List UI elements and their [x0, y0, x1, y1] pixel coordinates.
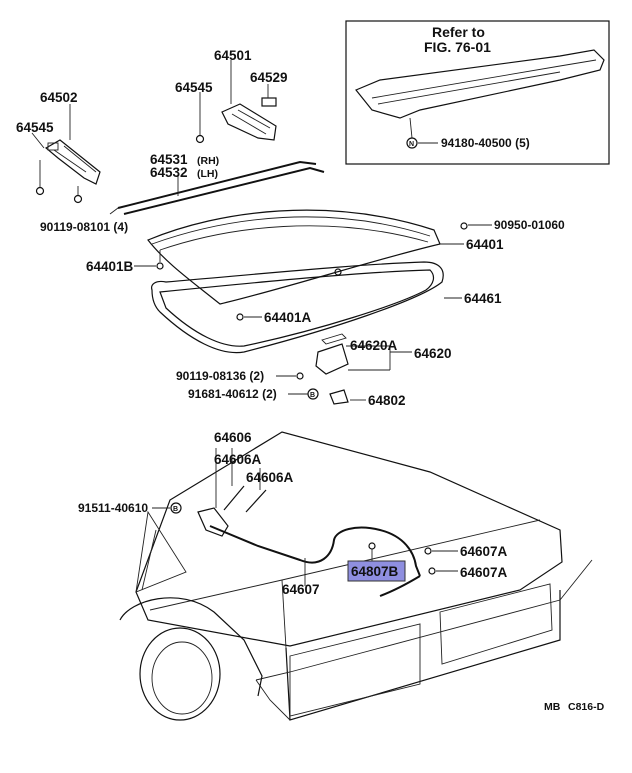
- trunk-lid: [134, 209, 492, 305]
- label-64501[interactable]: 64501: [214, 48, 252, 63]
- label-64606A-2[interactable]: 64606A: [246, 470, 294, 485]
- label-64807B[interactable]: 64807B: [351, 564, 399, 579]
- torsion-bar-rh: [117, 160, 317, 209]
- part-94180-40500: 94180-40500 (5): [441, 136, 530, 150]
- label-64607A-2[interactable]: 64607A: [460, 565, 508, 580]
- inset-frame: [345, 20, 610, 165]
- rear-spoiler-shape: [355, 49, 605, 119]
- lock-assembly: B: [276, 333, 412, 405]
- clamp-64607A-lower-icon: [428, 567, 436, 575]
- label-64531-side: (RH): [197, 155, 219, 167]
- spring-64606A-2: [245, 489, 267, 513]
- hinge-screw-icon: [73, 194, 83, 204]
- inset-spoiler-reference: N Refer to FIG. 76-01 94180-40500 (5): [345, 20, 610, 165]
- label-90119-08136[interactable]: 90119-08136 (2): [176, 369, 264, 383]
- cable-end-64807B: [379, 575, 421, 597]
- label-64545-left[interactable]: 64545: [16, 120, 54, 135]
- label-64620[interactable]: 64620: [414, 346, 452, 361]
- label-91681-40612[interactable]: 91681-40612 (2): [188, 387, 277, 401]
- rear-wheel-arch: [139, 627, 221, 721]
- part-labels: 64501 64545 64529 64502 64545 64531 (RH)…: [16, 48, 565, 597]
- nut-icon: [406, 137, 418, 149]
- opener-lever-64606: [197, 507, 229, 537]
- label-64545-center[interactable]: 64545: [175, 80, 213, 95]
- svg-text:B: B: [173, 506, 178, 513]
- center-hinge: [221, 103, 277, 141]
- weatherstrip-inner: [159, 269, 435, 347]
- label-64607[interactable]: 64607: [282, 582, 320, 597]
- striker-64802: [329, 389, 349, 405]
- label-64502[interactable]: 64502: [40, 90, 78, 105]
- left-hinge: [44, 139, 101, 185]
- highlight-64807B: [347, 560, 406, 582]
- label-64461[interactable]: 64461: [464, 291, 502, 306]
- torsion-bar-lh: [123, 166, 325, 215]
- label-64531[interactable]: 64531: [150, 152, 188, 167]
- label-91511-40610[interactable]: 91511-40610: [78, 501, 148, 515]
- label-90950-01060[interactable]: 90950-01060: [494, 218, 565, 232]
- label-64532[interactable]: 64532: [150, 165, 188, 180]
- label-64401[interactable]: 64401: [466, 237, 504, 252]
- label-64532-side: (LH): [197, 168, 218, 180]
- lock-body: [315, 343, 349, 375]
- label-64401B[interactable]: 64401B: [86, 259, 134, 274]
- rear-fender: [119, 597, 263, 697]
- rear-panel: [285, 590, 561, 721]
- cable-64607: [209, 525, 421, 577]
- diagram-code-prefix: MB: [544, 701, 561, 713]
- hinge-assembly: [31, 60, 325, 215]
- label-64620A[interactable]: 64620A: [350, 338, 398, 353]
- cushion-64401B-icon: [156, 262, 164, 270]
- label-90119-08101[interactable]: 90119-08101 (4): [40, 220, 128, 234]
- left-hinge-bolt-icon: [35, 186, 45, 196]
- label-64606[interactable]: 64606: [214, 430, 252, 445]
- bolt-90119-08136-icon: [296, 372, 304, 380]
- svg-text:N: N: [409, 141, 414, 148]
- label-64606A-1[interactable]: 64606A: [214, 452, 262, 467]
- label-64401A[interactable]: 64401A: [264, 310, 312, 325]
- bolt-91511-icon: [170, 502, 182, 514]
- spring-64606A-1: [223, 485, 245, 511]
- center-hinge-bolt-icon: [195, 134, 205, 144]
- diagram-code: C816-D: [568, 701, 605, 713]
- clamp-64607A-upper-icon: [424, 547, 432, 555]
- weatherstrip-outer: [151, 261, 444, 354]
- rear-deck-outline: [135, 431, 563, 647]
- c-pillar: [135, 510, 187, 593]
- lock-cylinder: [321, 333, 347, 345]
- hinge-pad: [261, 97, 277, 107]
- refer-to-text: Refer to: [432, 24, 485, 40]
- cable-clip-icon: [368, 542, 376, 550]
- weatherstrip: [151, 261, 462, 354]
- label-64802[interactable]: 64802: [368, 393, 406, 408]
- release-cable: B: [152, 448, 458, 597]
- label-64529[interactable]: 64529: [250, 70, 288, 85]
- cushion-64401A-icon: [236, 313, 244, 321]
- car-rear-body: [119, 431, 593, 721]
- refer-fig-text: FIG. 76-01: [424, 39, 491, 55]
- tail-lamp-right: [439, 583, 553, 665]
- tail-lamp-left: [289, 623, 421, 717]
- clip-90950-icon: [460, 222, 468, 230]
- label-64607A-1[interactable]: 64607A: [460, 544, 508, 559]
- trunk-lid-panel: [147, 209, 441, 305]
- svg-text:B: B: [310, 392, 315, 399]
